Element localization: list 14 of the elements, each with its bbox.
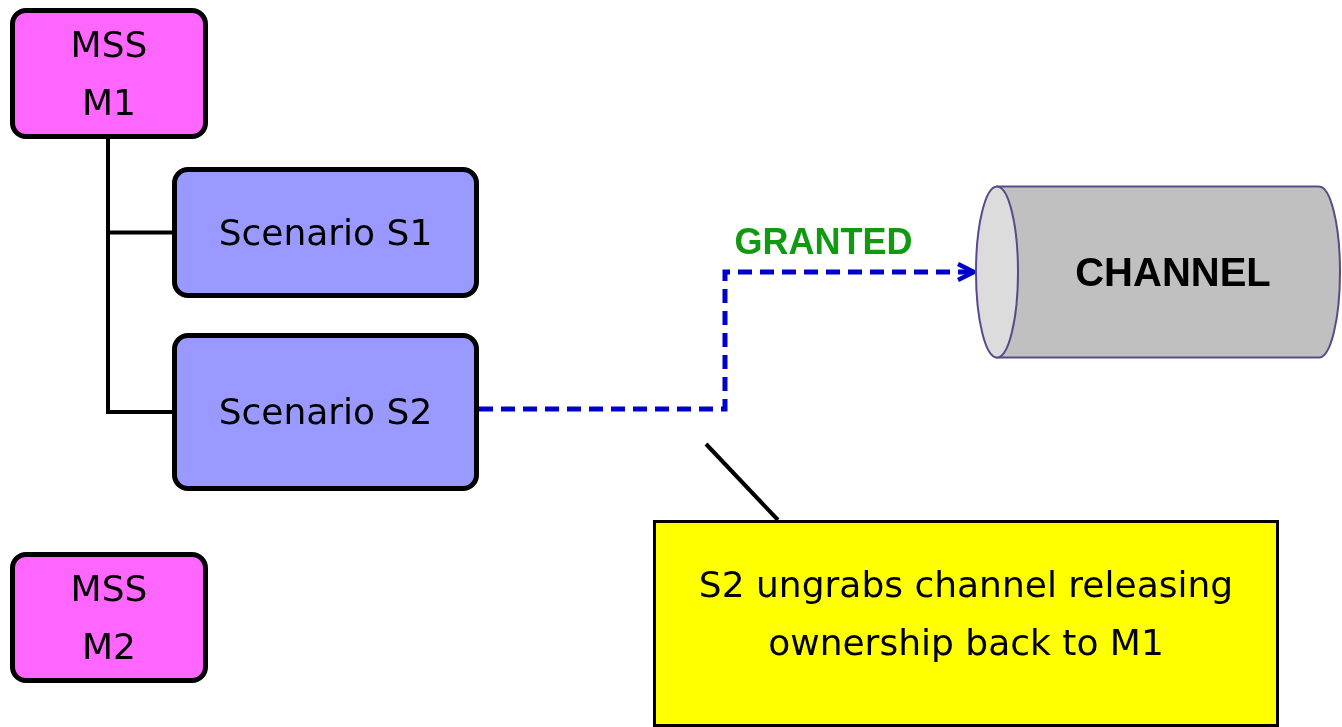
node-label: Scenario S1 <box>218 210 433 255</box>
process-box <box>10 552 208 683</box>
node-label: MSS M1 <box>69 22 149 125</box>
process-box <box>172 167 479 298</box>
node-label: MSS M2 <box>69 566 149 669</box>
arrow <box>479 261 977 412</box>
process-box <box>10 8 208 139</box>
process-box <box>172 333 479 491</box>
connector-line <box>106 139 172 414</box>
callout-box <box>653 520 1279 727</box>
node-label: CHANNEL <box>1075 250 1271 294</box>
node-label: S2 ungrabs channel releasing ownership back to M1 <box>697 562 1235 665</box>
node-label: Scenario S2 <box>218 390 433 435</box>
leader-line <box>704 442 780 522</box>
